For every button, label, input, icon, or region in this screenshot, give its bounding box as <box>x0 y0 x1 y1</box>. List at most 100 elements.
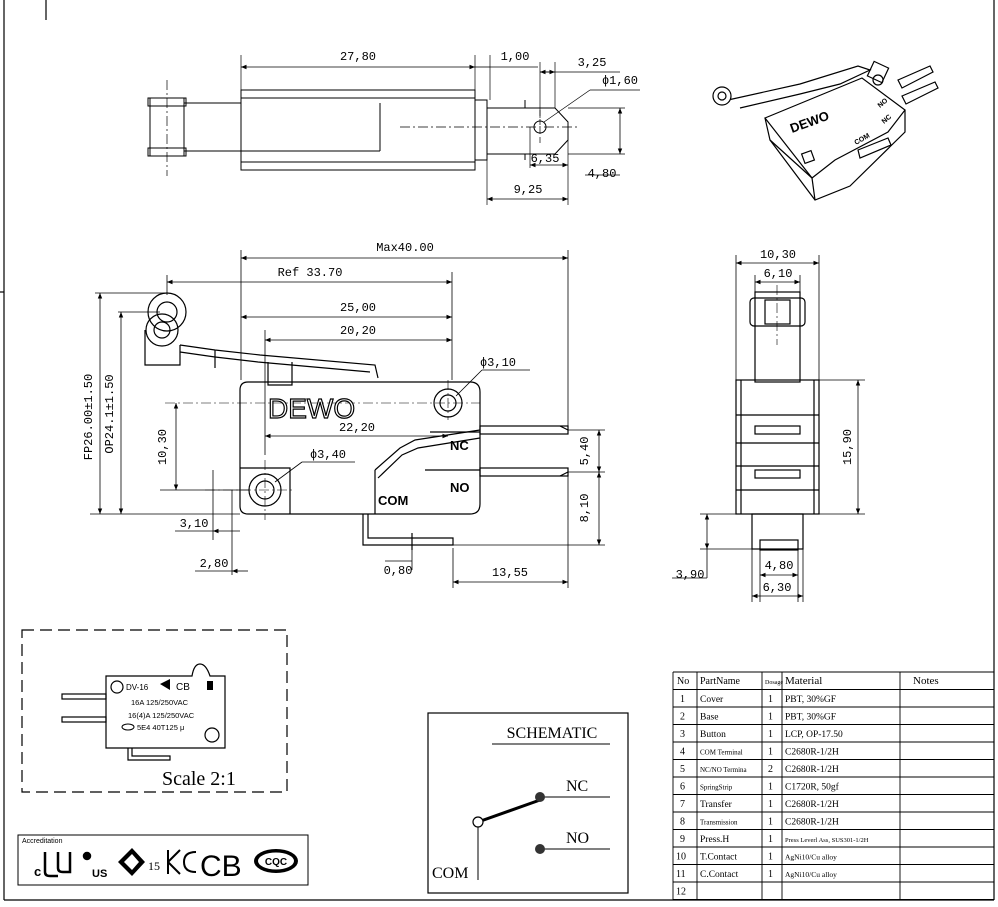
dim-pin-inner: 6,35 <box>531 152 560 166</box>
enec-mark-icon <box>118 848 145 876</box>
bom-cell: 1 <box>768 694 773 705</box>
label-line2: 16(4)A 125/250VAC <box>128 711 195 720</box>
schematic-title: SCHEMATIC <box>507 725 598 742</box>
bom-cell: SpringStrip <box>700 784 733 792</box>
dim-max-length: Max40.00 <box>376 241 434 255</box>
dim-pin-width: 4,80 <box>588 167 617 181</box>
bom-cell: Button <box>700 730 726 740</box>
label-line3: 5E4 40T125 μ <box>137 723 184 732</box>
accreditation-box: Accreditation c US 15 CB CQC <box>17 834 309 886</box>
top-view-dimensions: 27,80 1,00 3,25 ϕ1,60 6,35 9,25 4,80 <box>340 50 638 197</box>
front-brand: DEWO <box>268 393 355 424</box>
bom-header-material: Material <box>785 675 822 687</box>
label-nc: NC <box>450 438 469 453</box>
bom-cell: C2680R-1/2H <box>785 800 839 810</box>
bom-cell: 6 <box>680 782 685 793</box>
bom-header-dosage: Dosage <box>765 680 783 686</box>
schematic-com: COM <box>432 865 468 882</box>
bom-cell: AgNi10/Cu alloy <box>785 853 837 862</box>
dim-hole-left: ϕ3,40 <box>310 448 346 462</box>
bom-cell: 1 <box>768 834 773 845</box>
bom-cell: C.Contact <box>700 870 739 880</box>
bom-cell: 1 <box>768 869 773 880</box>
label-view: DV-16 CB 16A 125/250VAC 16(4)A 125/250VA… <box>21 629 288 793</box>
mark-cb: CB <box>200 850 242 883</box>
no-contact-icon <box>535 844 545 854</box>
bom-cell: Transmission <box>700 819 738 827</box>
bom-cell: C2680R-1/2H <box>785 748 839 758</box>
bom-cell: PBT, 30%GF <box>785 695 836 705</box>
label-line1: 16A 125/250VAC <box>131 698 189 707</box>
bom-cell: 5 <box>680 764 685 775</box>
dim-810: 8,10 <box>578 494 592 523</box>
dim-280: 2,80 <box>200 557 229 571</box>
dim-080: 0,80 <box>384 564 413 578</box>
dim-body-25: 25,00 <box>340 301 376 315</box>
bom-cell: C1720R, 50gf <box>785 782 840 793</box>
bom-cell: 1 <box>768 729 773 740</box>
bom-cell: PBT, 30%GF <box>785 713 836 723</box>
front-view-dimension-lines <box>90 250 605 588</box>
dim-ref-length: Ref 33.70 <box>278 266 343 280</box>
dim-op: OP24.1±1.50 <box>103 374 117 453</box>
front-view-texts: Max40.00 Ref 33.70 25,00 20,20 ϕ3,10 22,… <box>82 241 592 580</box>
bom-cell: Press.H <box>700 835 729 845</box>
dim-height-10: 10,30 <box>156 429 170 465</box>
dim-width-inner: 6,10 <box>764 267 793 281</box>
top-view <box>147 55 640 205</box>
dim-1355: 13,55 <box>492 566 528 580</box>
side-body <box>735 379 820 515</box>
side-view-dimension-lines <box>672 255 865 602</box>
bom-cell: Transfer <box>700 799 733 810</box>
mark-c: c <box>34 864 41 879</box>
bom-cell: 3 <box>680 729 685 740</box>
bom-cell: Press Leverl Ass, SUS301-1/2H <box>785 837 869 844</box>
dim-540: 5,40 <box>578 437 592 466</box>
dim-side-height: 15,90 <box>841 429 855 465</box>
label-model: DV-16 <box>126 683 149 692</box>
bom-header-partname: PartName <box>700 676 741 687</box>
com-contact-icon <box>472 816 484 828</box>
bom-cell: 4 <box>680 747 685 758</box>
dim-body-20: 20,20 <box>340 324 376 338</box>
dim-width-outer: 10,30 <box>760 248 796 262</box>
bom-cell: 2 <box>768 764 773 775</box>
bom-cell: 1 <box>768 782 773 793</box>
dim-bottom-offset: 3,90 <box>676 568 705 582</box>
dim-pin-w-outer: 6,30 <box>763 581 792 595</box>
dim-length: 27,80 <box>340 50 376 64</box>
dim-hole-spacing: 22,20 <box>339 421 375 435</box>
bom-cell: T.Contact <box>700 853 737 863</box>
dim-310: 3,10 <box>180 517 209 531</box>
schematic-no: NO <box>566 830 589 847</box>
bom-cell: Base <box>700 713 718 723</box>
bom-cell: C2680R-1/2H <box>785 818 839 828</box>
side-view <box>735 285 820 551</box>
cqc-mark-icon: CQC <box>254 849 298 873</box>
bom-cell: 1 <box>680 694 685 705</box>
terminal-nc <box>479 425 569 435</box>
mark-cqc: CQC <box>265 857 287 868</box>
nc-contact-icon <box>535 792 545 802</box>
dim-offset: 1,00 <box>501 50 530 64</box>
bom-cell: 9 <box>680 834 685 845</box>
label-com: COM <box>378 493 408 508</box>
front-body <box>239 381 481 515</box>
dim-pin-spacing: 3,25 <box>578 56 607 70</box>
kc-mark-icon <box>167 849 197 875</box>
bom-cell: 12 <box>676 887 686 898</box>
label-cb: CB <box>176 682 190 693</box>
dim-hole-right: ϕ3,10 <box>480 356 516 370</box>
bom-cell: 1 <box>768 747 773 758</box>
bom-cell: 1 <box>768 852 773 863</box>
iso-mark-nc: NC <box>881 114 893 126</box>
bom-cell: 2 <box>680 712 685 723</box>
side-view-texts: 10,30 6,10 15,90 3,90 4,80 6,30 <box>676 248 855 595</box>
ce-mark-icon <box>121 723 135 731</box>
bom-cell: NC/NO Termina <box>700 766 748 774</box>
isometric-view <box>712 60 939 201</box>
bom-cell: 10 <box>676 852 686 863</box>
bom-cell: Cover <box>700 695 724 705</box>
scale-label: Scale 2:1 <box>162 768 236 790</box>
